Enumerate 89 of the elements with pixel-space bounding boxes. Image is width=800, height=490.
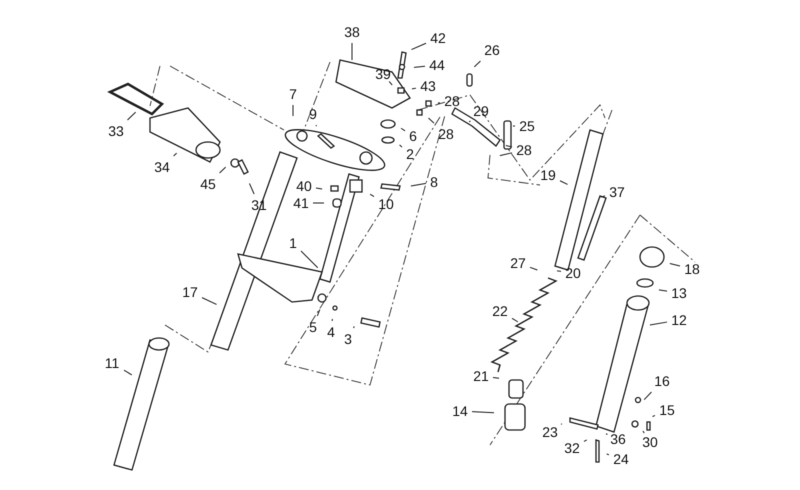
callout-number: 16 — [654, 373, 670, 389]
leader-line — [468, 120, 471, 122]
leader-line — [530, 266, 538, 270]
leader-line — [644, 392, 652, 400]
callout-number: 7 — [289, 86, 297, 102]
callout-number: 1 — [289, 235, 297, 251]
leader-line — [560, 423, 562, 425]
callout-number: 20 — [565, 265, 581, 281]
leader-line — [370, 194, 374, 198]
leader-line — [332, 318, 333, 322]
leader-line — [556, 270, 562, 272]
callout-number: 24 — [613, 451, 629, 467]
leader-line — [316, 309, 320, 316]
leader-line — [560, 180, 568, 185]
leader-line — [219, 166, 226, 174]
leader-line — [400, 128, 406, 132]
callout-number: 36 — [610, 431, 626, 447]
callout-number: 8 — [430, 174, 438, 190]
callout-number: 18 — [684, 261, 700, 277]
callout-number: 30 — [642, 434, 658, 450]
callout-number: 38 — [344, 24, 360, 40]
callout-number: 45 — [200, 176, 216, 192]
leader-line — [600, 195, 606, 198]
leader-line — [411, 42, 426, 50]
callout-number: 33 — [108, 123, 124, 139]
callout-number: 40 — [296, 178, 312, 194]
leader-line — [126, 112, 136, 120]
callout-number: 13 — [671, 285, 687, 301]
leader-line — [202, 297, 218, 305]
callout-number: 22 — [492, 303, 508, 319]
callout-number: 11 — [104, 355, 120, 371]
leader-line — [606, 433, 608, 435]
callout-number: 28 — [516, 142, 532, 158]
leader-line — [411, 88, 416, 90]
leader-line — [584, 439, 588, 442]
leader-line — [642, 430, 645, 434]
leader-line — [312, 202, 324, 204]
callout-number: 28 — [444, 93, 460, 109]
callout-number: 25 — [519, 118, 535, 134]
leader-line — [399, 144, 402, 148]
callout-number: 17 — [182, 284, 198, 300]
callout-number: 4 — [327, 324, 335, 340]
callout-number: 14 — [452, 403, 468, 419]
callout-number: 29 — [473, 103, 489, 119]
leader-line — [388, 80, 393, 86]
callout-number: 42 — [430, 30, 446, 46]
callout-number: 32 — [564, 440, 580, 456]
leader-line — [316, 188, 323, 190]
leader-line — [413, 66, 426, 68]
callout-number: 10 — [378, 196, 394, 212]
leader-line — [669, 262, 680, 266]
leader-line — [300, 250, 318, 268]
callout-number: 41 — [293, 195, 309, 211]
callout-number: 39 — [375, 66, 391, 82]
callout-number: 27 — [510, 255, 526, 271]
callout-number: 12 — [671, 312, 687, 328]
leader-line — [499, 152, 512, 156]
leader-line — [505, 144, 512, 148]
callout-number: 15 — [659, 402, 675, 418]
leader-line — [472, 411, 494, 414]
callout-number: 43 — [420, 78, 436, 94]
callout-number: 9 — [309, 106, 317, 122]
callout-number: 5 — [309, 319, 317, 335]
callout-number: 19 — [540, 167, 556, 183]
leader-line — [606, 453, 610, 456]
leader-line — [437, 102, 440, 104]
leader-line — [428, 118, 434, 124]
leader-line — [124, 370, 132, 376]
leader-line — [512, 318, 518, 322]
leader-line — [658, 289, 668, 292]
leader-line — [474, 60, 481, 68]
leader-line — [248, 182, 255, 194]
callout-number: 37 — [609, 184, 625, 200]
leader-line — [410, 182, 426, 186]
callout-number: 34 — [154, 159, 170, 175]
callout-number: 26 — [484, 42, 500, 58]
callout-number: 6 — [409, 128, 417, 144]
leader-line — [292, 104, 294, 116]
callout-number: 3 — [344, 331, 352, 347]
leader-line — [492, 377, 500, 379]
leader-line — [652, 414, 656, 418]
callout-number: 2 — [406, 146, 414, 162]
callout-number: 21 — [473, 368, 489, 384]
leader-line — [649, 322, 668, 326]
callout-number: 28 — [438, 126, 454, 142]
leader-line — [353, 326, 355, 328]
leader-line — [173, 152, 178, 156]
callout-number: 44 — [429, 57, 445, 73]
callout-number: 23 — [542, 424, 558, 440]
